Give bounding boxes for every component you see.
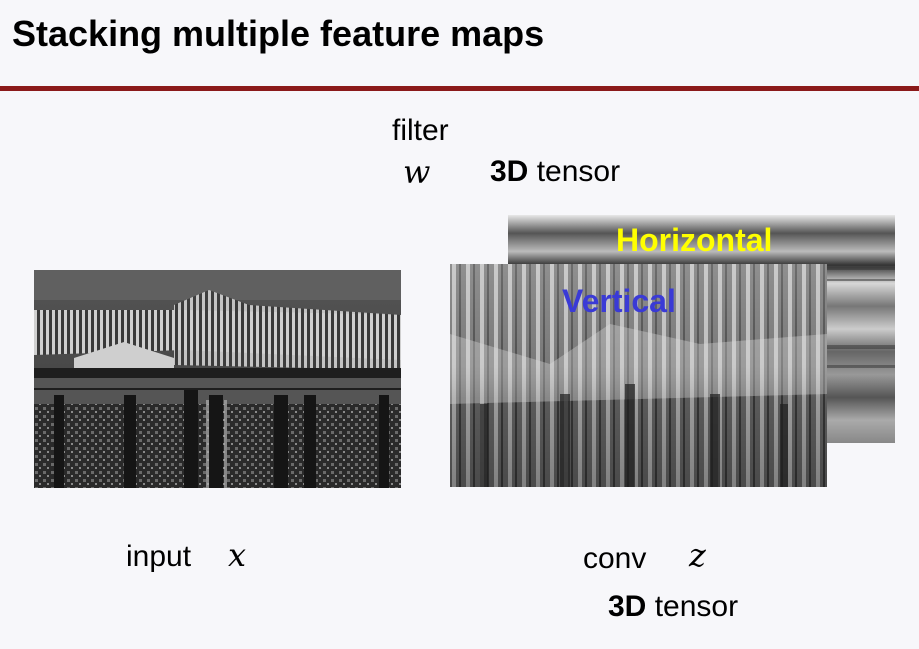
conv-label: conv (583, 542, 647, 575)
title-divider (0, 86, 919, 91)
top-tensor-rest: tensor (528, 155, 621, 188)
vertical-map-label: Vertical (562, 283, 676, 319)
top-tensor-label: 3D tensor (490, 155, 620, 189)
input-variable: x (228, 536, 247, 574)
horizontal-map-label: Horizontal (616, 222, 773, 258)
slide-title: Stacking multiple feature maps (12, 13, 545, 54)
filter-variable: w (403, 153, 431, 191)
bottom-tensor-label: 3D tensor (608, 590, 738, 624)
filter-label: filter (392, 114, 449, 147)
vertical-feature-map (450, 264, 827, 487)
bottom-tensor-bold: 3D (608, 590, 647, 623)
top-tensor-bold: 3D (490, 155, 529, 188)
input-image (34, 270, 401, 488)
bottom-tensor-rest: tensor (646, 590, 739, 623)
conv-variable: z (689, 536, 706, 574)
input-label: input (126, 540, 192, 573)
